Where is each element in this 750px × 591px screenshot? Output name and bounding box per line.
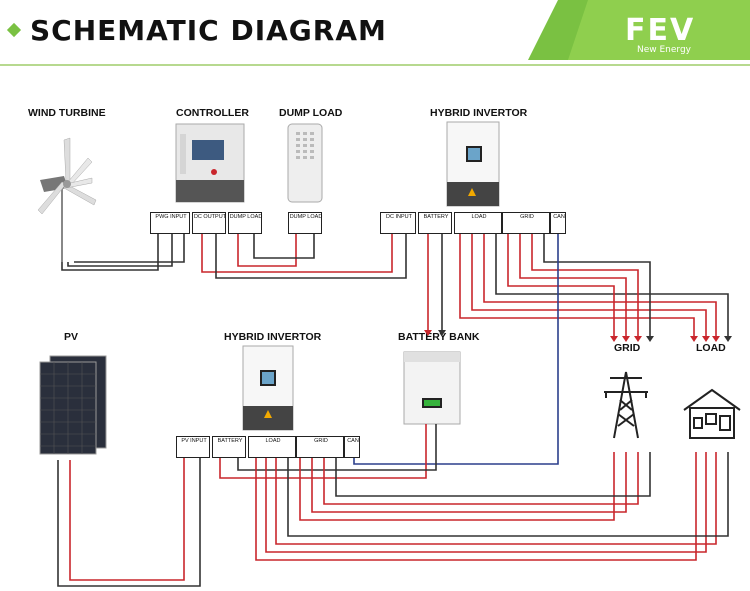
brand-logo: FEV [625, 13, 696, 48]
terminal-load: LOAD [454, 212, 502, 234]
hybrid-inverter-top-icon [446, 121, 500, 207]
terminal-pv-input: PV INPUT [176, 436, 210, 458]
label-pv: PV [64, 331, 79, 343]
pv-panel-icon [39, 355, 107, 455]
label-controller: CONTROLLER [176, 107, 249, 119]
controller-icon [175, 123, 245, 203]
wind-turbine-icon [37, 137, 97, 262]
header-divider [0, 64, 750, 66]
page-title: SCHEMATIC DIAGRAM [30, 14, 387, 47]
label-hybrid-inverter-bottom: HYBRID INVERTOR [224, 331, 322, 343]
label-dump-load: DUMP LOAD [279, 107, 343, 119]
terminal-can-b: CAN [344, 436, 360, 458]
terminal-battery: BATTERY [418, 212, 452, 234]
label-load: LOAD [696, 342, 726, 354]
label-hybrid-inverter-top: HYBRID INVERTOR [430, 107, 528, 119]
terminal-pwg-input: PWG INPUT [150, 212, 190, 234]
terminal-can: CAN [550, 212, 566, 234]
logo-banner [528, 0, 750, 60]
battery-bank-icon [403, 351, 461, 425]
label-wind-turbine: WIND TURBINE [28, 107, 106, 119]
brand-subtitle: New Energy [637, 45, 691, 55]
label-battery-bank: BATTERY BANK [398, 331, 480, 343]
terminal-dc-input: DC INPUT [380, 212, 416, 234]
grid-tower-icon [604, 371, 648, 439]
terminal-load-b: LOAD [248, 436, 296, 458]
terminal-dump-load-box: DUMP LOAD [288, 212, 322, 234]
terminal-grid-b: GRID [296, 436, 344, 458]
label-grid: GRID [614, 342, 641, 354]
dump-load-icon [287, 123, 323, 203]
house-icon [683, 388, 741, 439]
hybrid-inverter-bottom-icon [242, 345, 294, 431]
terminal-grid: GRID [502, 212, 550, 234]
terminal-battery-b: BATTERY [212, 436, 246, 458]
terminal-dump-load: DUMP LOAD [228, 212, 262, 234]
terminal-dc-output: DC OUTPUT [192, 212, 226, 234]
arrow-markers [424, 330, 720, 342]
